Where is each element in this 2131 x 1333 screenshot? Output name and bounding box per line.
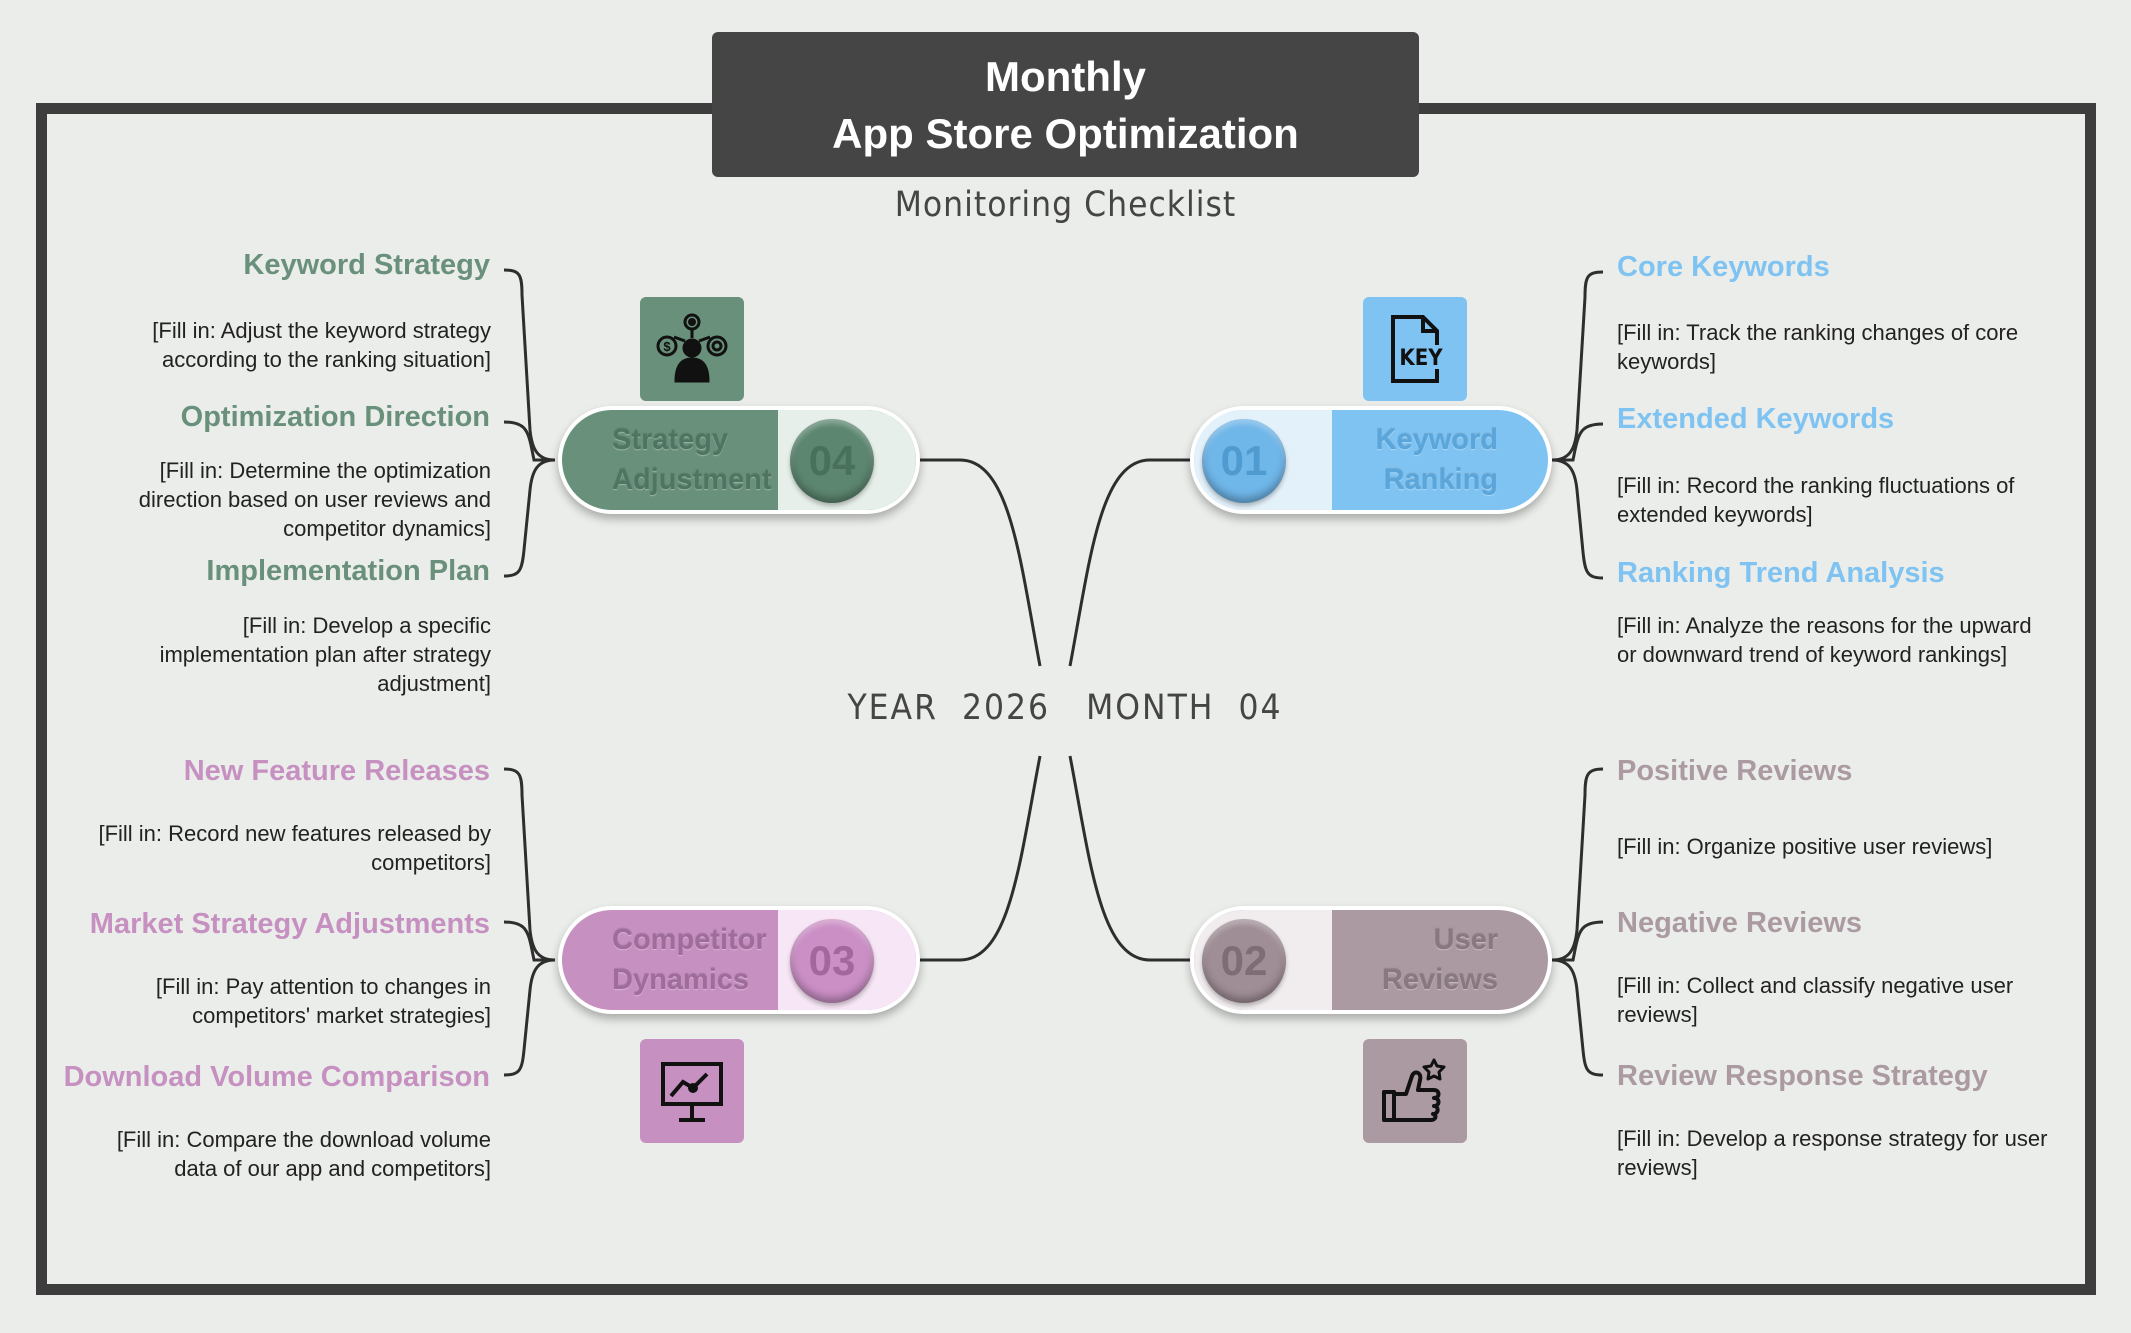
- item-heading: Ranking Trend Analysis: [1617, 557, 1945, 589]
- item-heading: Market Strategy Adjustments: [89, 908, 490, 940]
- node-label-line-2: Dynamics: [612, 964, 750, 996]
- item-heading: Negative Reviews: [1617, 907, 1863, 939]
- title-line-2: App Store Optimization: [832, 109, 1299, 157]
- svg-text:KEY: KEY: [1399, 346, 1443, 371]
- item-description: [Fill in: Compare the download volume da…: [116, 1127, 491, 1181]
- node-strategy-adjustment[interactable]: Strategy Adjustment 04: [558, 406, 920, 514]
- item-heading: Core Keywords: [1617, 251, 1830, 283]
- title-banner: Monthly App Store Optimization: [712, 32, 1419, 177]
- node-competitor-dynamics[interactable]: Competitor Dynamics 03: [558, 906, 920, 1014]
- item-description: [Fill in: Pay attention to changes in co…: [155, 974, 491, 1028]
- item-heading: Extended Keywords: [1617, 403, 1895, 435]
- node-label-line-1: Strategy: [612, 424, 729, 456]
- node-label-line-2: Reviews: [1381, 964, 1498, 996]
- item-description: [Fill in: Determine the optimization dir…: [138, 458, 491, 541]
- node-number: 01: [1202, 419, 1286, 503]
- svg-text:$: $: [663, 339, 671, 354]
- item-description: [Fill in: Track the ranking changes of c…: [1617, 320, 2019, 374]
- strategist-gears-icon: $: [640, 297, 744, 401]
- item-description: [Fill in: Develop a specific implementat…: [159, 613, 491, 696]
- item-description: [Fill in: Collect and classify negative …: [1617, 973, 2014, 1027]
- item-heading: Download Volume Comparison: [63, 1061, 490, 1093]
- item-heading: New Feature Releases: [183, 755, 490, 787]
- item-heading: Optimization Direction: [180, 401, 490, 433]
- item-description: [Fill in: Adjust the keyword strategy ac…: [152, 318, 491, 372]
- subtitle: Monitoring Checklist: [894, 185, 1237, 225]
- node-label-line-2: Adjustment: [612, 464, 772, 496]
- item-description: [Fill in: Record the ranking fluctuation…: [1617, 473, 2015, 527]
- thumbs-up-star-icon: [1363, 1039, 1467, 1143]
- node-user-reviews[interactable]: 02 User Reviews: [1190, 906, 1552, 1014]
- node-label-line-1: Keyword: [1375, 424, 1498, 456]
- key-document-icon: KEY: [1363, 297, 1467, 401]
- item-description: [Fill in: Record new features released b…: [98, 821, 491, 875]
- node-label-line-1: Competitor: [612, 924, 767, 956]
- item-description: [Fill in: Develop a response strategy fo…: [1617, 1126, 2048, 1180]
- node-keyword-ranking[interactable]: 01 Keyword Ranking: [1190, 406, 1552, 514]
- node-number: 02: [1202, 919, 1286, 1003]
- node-label-line-1: User: [1433, 924, 1499, 956]
- node-number: 03: [790, 919, 874, 1003]
- presentation-chart-icon: [640, 1039, 744, 1143]
- title-line-1: Monthly: [985, 52, 1146, 100]
- item-heading: Keyword Strategy: [243, 249, 490, 281]
- node-number: 04: [790, 419, 874, 503]
- item-description: [Fill in: Organize positive user reviews…: [1617, 834, 1993, 859]
- center-date: YEAR 2026 MONTH 04: [847, 688, 1283, 728]
- item-heading: Review Response Strategy: [1617, 1060, 1988, 1092]
- item-heading: Positive Reviews: [1617, 755, 1853, 787]
- node-label-line-2: Ranking: [1383, 464, 1498, 496]
- item-heading: Implementation Plan: [206, 555, 490, 587]
- item-description: [Fill in: Analyze the reasons for the up…: [1617, 613, 2032, 667]
